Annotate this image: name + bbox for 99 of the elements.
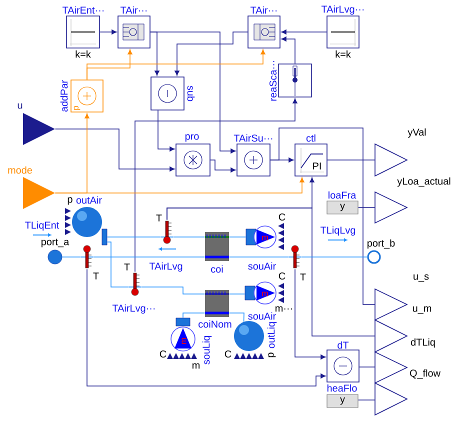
node-label: port_a <box>42 238 70 248</box>
pump: m souAir <box>244 282 276 320</box>
arrow <box>294 268 326 360</box>
sphere: outLiq <box>234 321 277 351</box>
sensor-label: TLiqEnt <box>25 221 60 231</box>
port-label: m··· <box>276 306 292 312</box>
arrow <box>150 32 236 154</box>
coil-box: coi <box>205 232 229 273</box>
line <box>140 286 206 294</box>
thermometer: T <box>156 214 174 244</box>
value-box: heaFlo y <box>326 384 358 408</box>
node-label: loaFra <box>328 191 356 199</box>
arrow <box>134 98 298 272</box>
arrow <box>174 32 248 76</box>
port-label: p <box>268 352 276 358</box>
arrow <box>281 30 327 34</box>
node-label: T <box>124 264 130 270</box>
name-label: TAirLvg··· <box>112 304 155 314</box>
block-box: addPar p <box>60 80 104 112</box>
node-label: u_m <box>412 306 432 314</box>
line <box>228 236 246 238</box>
block-box: sub <box>150 76 195 110</box>
node-label: TAirSu··· <box>234 134 272 142</box>
node-label: k=k <box>336 50 351 58</box>
node-label: k=k <box>76 50 91 58</box>
port-label: C <box>224 350 232 358</box>
node-label: outLiq <box>267 322 277 348</box>
line <box>62 256 82 258</box>
line <box>182 312 206 318</box>
node-label: dT <box>338 341 349 349</box>
node-label: mode <box>8 166 32 174</box>
line <box>359 366 376 368</box>
node-label: dTLiq <box>410 338 435 348</box>
arrow <box>54 113 90 194</box>
node-label: u_s <box>414 274 429 282</box>
input-triangle: u <box>18 103 55 145</box>
node-label: T <box>93 272 99 280</box>
node-label: souLiq <box>202 336 212 364</box>
port-label: C <box>278 272 286 280</box>
arrow <box>54 128 175 172</box>
node-label: TAir··· <box>250 6 277 14</box>
node-label: outAir <box>76 196 102 204</box>
block-box: TAirEnt··· k=k <box>62 6 104 58</box>
block-box: TAirSu··· <box>234 134 272 176</box>
arrow <box>100 30 117 34</box>
node-label: coi <box>211 265 223 273</box>
node-label: sub <box>187 86 195 102</box>
block-box: ctl PI <box>294 134 328 176</box>
node-label: yLoa_actual <box>397 177 450 187</box>
node-label: T <box>156 214 162 222</box>
node-label: TAirLvg··· <box>321 5 364 15</box>
sensor-label: TLiqLvg <box>320 226 356 236</box>
line <box>270 128 376 305</box>
node-label: coiNom <box>198 320 232 328</box>
arrow <box>210 160 236 172</box>
name-label: souAir <box>248 262 276 270</box>
node-label: T <box>300 274 306 280</box>
node-label: u <box>18 103 22 109</box>
node-label: heaFlo <box>327 384 357 392</box>
node-label: ctl <box>306 134 316 142</box>
port-label: C <box>278 213 286 221</box>
line <box>228 256 290 258</box>
arrow <box>281 36 296 64</box>
pump: m <box>246 226 276 248</box>
thermometer: T <box>288 245 306 280</box>
line <box>228 312 244 322</box>
name-label: TAirLvg <box>149 262 182 272</box>
arrow <box>158 110 175 152</box>
thermometer: T <box>124 264 142 296</box>
value-box: loaFra y <box>326 191 358 214</box>
line <box>166 208 376 336</box>
port-label: C <box>160 350 166 358</box>
block-box: reaSca··· <box>269 60 312 101</box>
node-label: TAir··· <box>120 6 147 14</box>
node-label: addPar <box>60 80 68 112</box>
coil-box: coiNom <box>198 290 232 328</box>
line <box>92 256 206 258</box>
node-label: port_b <box>368 239 395 249</box>
port-label: p <box>68 197 72 205</box>
line <box>106 236 162 238</box>
port-label: m <box>192 363 200 369</box>
node-label: souAir <box>248 312 276 320</box>
block-box: dT <box>326 341 360 382</box>
node-label: reaSca··· <box>269 60 277 101</box>
line <box>106 242 130 288</box>
line <box>172 236 206 238</box>
node-label: yVal <box>408 128 426 138</box>
arrow <box>86 49 266 80</box>
node-label: Q_flow <box>410 369 441 379</box>
input-triangle: mode <box>8 166 55 209</box>
sphere: outAir <box>72 196 108 246</box>
line <box>300 256 368 258</box>
block-box: pro <box>176 134 210 176</box>
block-box: TAirLvg··· k=k <box>321 5 364 58</box>
node-label: pro <box>185 134 199 142</box>
line <box>358 207 376 208</box>
thermometer: T <box>80 245 99 280</box>
arrow <box>86 268 326 386</box>
node-label: TAirEnt··· <box>62 6 104 14</box>
